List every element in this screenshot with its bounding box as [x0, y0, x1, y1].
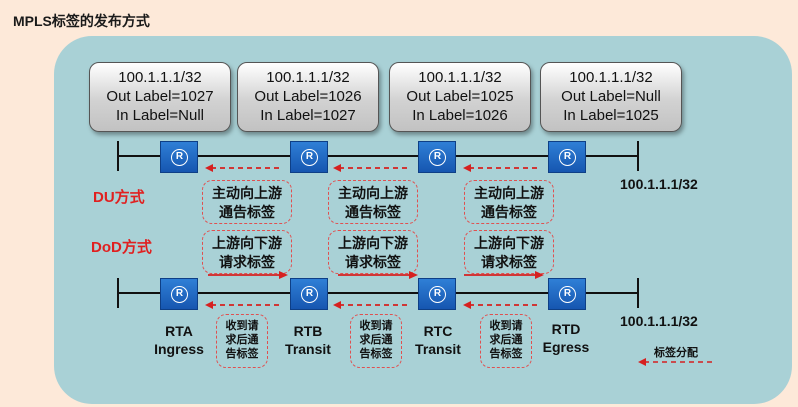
dod-reply-arrow — [463, 300, 541, 310]
box-line: 告标签 — [359, 348, 393, 360]
dod-reply-box: 收到请 求后通 告标签 — [480, 314, 532, 368]
box-line: 收到请 — [359, 320, 393, 332]
box-line: 通告标签 — [345, 204, 401, 220]
dod-request-arrow — [338, 270, 418, 280]
du-link-left-end — [117, 141, 119, 171]
table-in-label: In Label=1026 — [412, 107, 508, 124]
router-role: Egress — [542, 339, 590, 355]
label-table-rtd: 100.1.1.1/32 Out Label=Null In Label=102… — [540, 62, 682, 132]
dod-request-box: 上游向下游 请求标签 — [328, 230, 418, 274]
router-symbol: R — [301, 149, 318, 166]
dod-request-box: 上游向下游 请求标签 — [464, 230, 554, 274]
router-symbol: R — [559, 149, 576, 166]
table-prefix: 100.1.1.1/32 — [118, 69, 202, 86]
router-icon: R — [418, 141, 456, 173]
du-label-arrow — [333, 163, 411, 173]
router-symbol: R — [171, 149, 188, 166]
router-icon: R — [418, 278, 456, 310]
box-line: 主动向上游 — [474, 185, 544, 201]
router-name: RTD — [551, 321, 581, 337]
du-advertise-box: 主动向上游 通告标签 — [328, 180, 418, 224]
table-in-label: In Label=Null — [116, 107, 204, 124]
box-line: 上游向下游 — [474, 235, 544, 251]
table-in-label: In Label=1027 — [260, 107, 356, 124]
box-line: 收到请 — [489, 320, 523, 332]
router-role: Transit — [285, 341, 331, 357]
router-role: Ingress — [154, 341, 204, 357]
table-prefix: 100.1.1.1/32 — [569, 69, 653, 86]
du-mode-label: DU方式 — [93, 189, 145, 206]
label-table-rtb: 100.1.1.1/32 Out Label=1026 In Label=102… — [237, 62, 379, 132]
router-label-rtb: RTB Transit — [268, 322, 348, 358]
box-line: 求后通 — [225, 334, 259, 346]
du-advertise-box: 主动向上游 通告标签 — [464, 180, 554, 224]
destination-prefix-dod: 100.1.1.1/32 — [620, 313, 698, 329]
router-label-rta: RTA Ingress — [139, 322, 219, 358]
router-symbol: R — [429, 286, 446, 303]
router-icon: R — [548, 278, 586, 310]
box-line: 告标签 — [225, 348, 259, 360]
table-out-label: Out Label=1025 — [406, 88, 514, 105]
dod-request-arrow — [464, 270, 544, 280]
table-out-label: Out Label=Null — [561, 88, 661, 105]
router-name: RTA — [165, 323, 193, 339]
router-symbol: R — [301, 286, 318, 303]
box-line: 上游向下游 — [212, 235, 282, 251]
router-icon: R — [548, 141, 586, 173]
dod-link-line — [117, 292, 639, 294]
router-icon: R — [160, 141, 198, 173]
label-table-rta: 100.1.1.1/32 Out Label=1027 In Label=Nul… — [89, 62, 231, 132]
box-line: 请求标签 — [481, 254, 537, 270]
box-line: 主动向上游 — [338, 185, 408, 201]
router-symbol: R — [559, 286, 576, 303]
dod-mode-label: DoD方式 — [91, 239, 152, 256]
router-symbol: R — [171, 286, 188, 303]
box-line: 请求标签 — [345, 254, 401, 270]
dod-request-box: 上游向下游 请求标签 — [202, 230, 292, 274]
box-line: 通告标签 — [481, 204, 537, 220]
du-link-line — [117, 155, 639, 157]
du-label-arrow — [205, 163, 283, 173]
box-line: 收到请 — [225, 320, 259, 332]
router-name: RTB — [293, 323, 323, 339]
dod-reply-arrow — [333, 300, 411, 310]
dod-reply-box: 收到请 求后通 告标签 — [216, 314, 268, 368]
router-icon: R — [160, 278, 198, 310]
box-line: 告标签 — [489, 348, 523, 360]
legend-label: 标签分配 — [654, 347, 698, 359]
router-name: RTC — [423, 323, 453, 339]
legend-arrow — [638, 357, 712, 367]
box-line: 上游向下游 — [338, 235, 408, 251]
dod-request-arrow — [208, 270, 288, 280]
table-prefix: 100.1.1.1/32 — [266, 69, 350, 86]
du-advertise-box: 主动向上游 通告标签 — [202, 180, 292, 224]
router-label-rtc: RTC Transit — [398, 322, 478, 358]
router-label-rtd: RTD Egress — [526, 320, 606, 356]
dod-link-right-end — [637, 278, 639, 308]
box-line: 请求标签 — [219, 254, 275, 270]
router-role: Transit — [415, 341, 461, 357]
box-line: 求后通 — [359, 334, 393, 346]
router-icon: R — [290, 278, 328, 310]
dod-reply-box: 收到请 求后通 告标签 — [350, 314, 402, 368]
router-symbol: R — [429, 149, 446, 166]
table-out-label: Out Label=1026 — [254, 88, 362, 105]
du-link-right-end — [637, 141, 639, 171]
table-in-label: In Label=1025 — [563, 107, 659, 124]
label-table-rtc: 100.1.1.1/32 Out Label=1025 In Label=102… — [389, 62, 531, 132]
dod-reply-arrow — [205, 300, 283, 310]
router-icon: R — [290, 141, 328, 173]
du-label-arrow — [463, 163, 541, 173]
box-line: 通告标签 — [219, 204, 275, 220]
box-line: 主动向上游 — [212, 185, 282, 201]
box-line: 求后通 — [489, 334, 523, 346]
table-out-label: Out Label=1027 — [106, 88, 214, 105]
diagram-title: MPLS标签的发布方式 — [13, 13, 150, 29]
dod-link-left-end — [117, 278, 119, 308]
table-prefix: 100.1.1.1/32 — [418, 69, 502, 86]
destination-prefix-du: 100.1.1.1/32 — [620, 176, 698, 192]
